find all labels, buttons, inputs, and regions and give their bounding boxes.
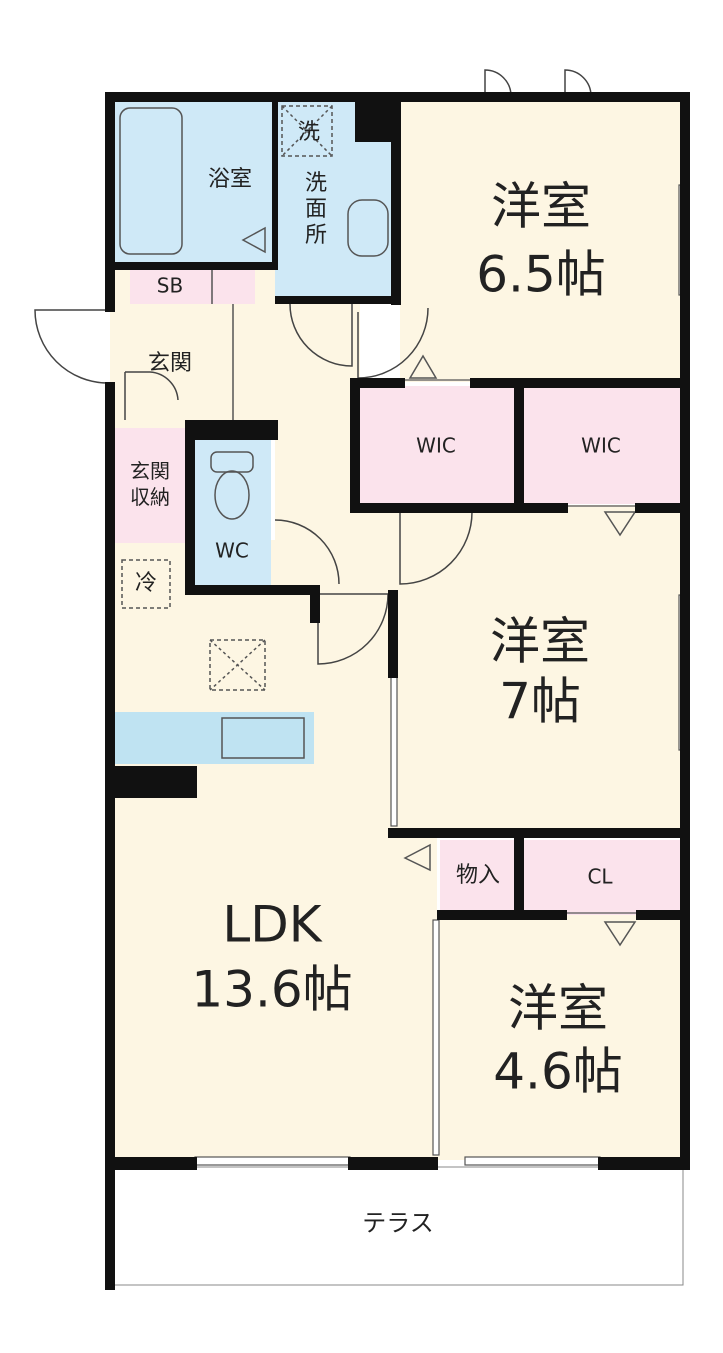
wall-wic-bottom-1 bbox=[350, 503, 568, 513]
wall-bath-right bbox=[272, 100, 278, 270]
bathtub bbox=[119, 107, 183, 255]
window-ldk bbox=[194, 1156, 351, 1166]
western-2-size: 7帖 bbox=[499, 673, 581, 731]
western-room-3-floor bbox=[437, 915, 682, 1160]
wall-w1-bottom-2 bbox=[470, 378, 690, 388]
fixtures bbox=[119, 105, 637, 947]
wc-floor bbox=[193, 440, 271, 585]
wall-bottom-ldk-1 bbox=[105, 1157, 197, 1170]
wc-label: WC bbox=[215, 539, 249, 563]
wall-entrance-left bbox=[105, 304, 115, 312]
fridge-label: 冷 bbox=[135, 571, 157, 596]
entrance-storage-door bbox=[124, 371, 179, 420]
ldk-name: LDK bbox=[222, 896, 322, 954]
wall-kitchen-block bbox=[105, 766, 197, 798]
wall-left-lower bbox=[105, 382, 115, 1290]
balcony-door-left bbox=[484, 69, 512, 97]
wic-1-label: WIC bbox=[416, 434, 456, 458]
wall-wic-left bbox=[350, 378, 360, 513]
ldk-floor bbox=[110, 540, 435, 1160]
sb-label: SB bbox=[157, 274, 183, 298]
labels: 浴室 洗 洗面所 SB 玄関 玄関収納 WC 冷 洋室 6.5帖 WIC WIC… bbox=[130, 120, 623, 1237]
ceiling-box bbox=[209, 639, 266, 691]
western-3-name: 洋室 bbox=[508, 980, 608, 1038]
walls bbox=[105, 92, 690, 1290]
closet-door-mark bbox=[603, 921, 637, 947]
wall-wc-left bbox=[185, 420, 195, 595]
wall-wash-right bbox=[391, 100, 401, 305]
washer-label: 洗 bbox=[298, 120, 320, 145]
wall-ldk-stub bbox=[310, 585, 320, 623]
wic-door-mark-2 bbox=[603, 511, 637, 537]
wc-door-swing bbox=[274, 519, 340, 585]
terrace-label: テラス bbox=[362, 1209, 434, 1237]
wall-bottom-w3 bbox=[598, 1157, 690, 1170]
wic-2-label: WIC bbox=[581, 434, 621, 458]
closet-label: CL bbox=[587, 865, 613, 889]
sb-floor bbox=[130, 268, 255, 304]
storage-room-label: 物入 bbox=[456, 863, 500, 888]
western-1-name: 洋室 bbox=[491, 178, 591, 236]
wic-1-floor bbox=[358, 386, 516, 504]
fridge-box bbox=[121, 559, 171, 609]
entry-door-swing bbox=[34, 309, 109, 384]
closet-floor bbox=[523, 840, 682, 915]
ldk-size: 13.6帖 bbox=[191, 961, 352, 1019]
wall-closet-bottom-2 bbox=[636, 910, 690, 920]
western-2-door-swing bbox=[399, 511, 473, 585]
wash-basin bbox=[347, 199, 389, 257]
sliding-ldk-2 bbox=[432, 919, 440, 1156]
wall-wc-bottom bbox=[185, 585, 320, 595]
toilet-tank bbox=[210, 451, 254, 473]
western-2-name: 洋室 bbox=[490, 613, 590, 671]
wall-top bbox=[105, 92, 690, 102]
western-room-2-floor bbox=[395, 505, 682, 835]
washing-machine-box bbox=[281, 105, 333, 157]
wall-storage-mid bbox=[514, 835, 524, 915]
wall-w2-left bbox=[388, 590, 398, 678]
western-room-1-floor bbox=[400, 100, 682, 382]
western-3-size: 4.6帖 bbox=[493, 1043, 623, 1101]
washroom-label: 洗面所 bbox=[305, 171, 327, 248]
terrace-floor bbox=[112, 1166, 684, 1286]
ldk-door-swing bbox=[317, 593, 389, 665]
door-swings bbox=[34, 69, 592, 665]
washroom-door-swing bbox=[289, 303, 353, 367]
balcony-door-right bbox=[564, 69, 592, 97]
bath-label: 浴室 bbox=[208, 167, 252, 192]
storage-room-floor bbox=[440, 840, 515, 915]
wall-wic-bottom-2 bbox=[635, 503, 690, 513]
entrance-label: 玄関 bbox=[148, 351, 192, 376]
toilet-bowl bbox=[214, 470, 250, 520]
window-western-3 bbox=[464, 1156, 601, 1166]
wall-bath-bottom bbox=[105, 262, 277, 270]
bath-door-mark bbox=[241, 226, 266, 254]
wall-wc-top bbox=[185, 420, 278, 440]
wall-bottom-ldk-2 bbox=[348, 1157, 438, 1170]
ldk-floor-b bbox=[395, 830, 437, 1160]
western-1-door-swing bbox=[357, 307, 429, 379]
sink bbox=[221, 717, 305, 759]
western-1-size: 6.5帖 bbox=[476, 246, 606, 304]
kitchen-counter bbox=[112, 712, 314, 764]
wall-left-upper bbox=[105, 92, 115, 304]
sliding-ldk-1 bbox=[390, 675, 398, 827]
wall-w1-bottom-1 bbox=[350, 378, 405, 388]
ceiling-x-2 bbox=[209, 639, 266, 691]
wall-w2-bottom bbox=[388, 828, 690, 838]
wall-wash-bottom bbox=[275, 296, 401, 304]
wic-door-mark-1 bbox=[408, 354, 438, 379]
storage-door-mark bbox=[403, 843, 431, 872]
entrance-storage-floor bbox=[112, 428, 187, 543]
wic-2-floor bbox=[523, 386, 682, 504]
wall-wic-mid bbox=[514, 378, 524, 513]
entrance-storage-label: 玄関収納 bbox=[130, 459, 170, 509]
wall-right bbox=[680, 92, 690, 1170]
wall-closet-bottom-1 bbox=[437, 910, 567, 920]
